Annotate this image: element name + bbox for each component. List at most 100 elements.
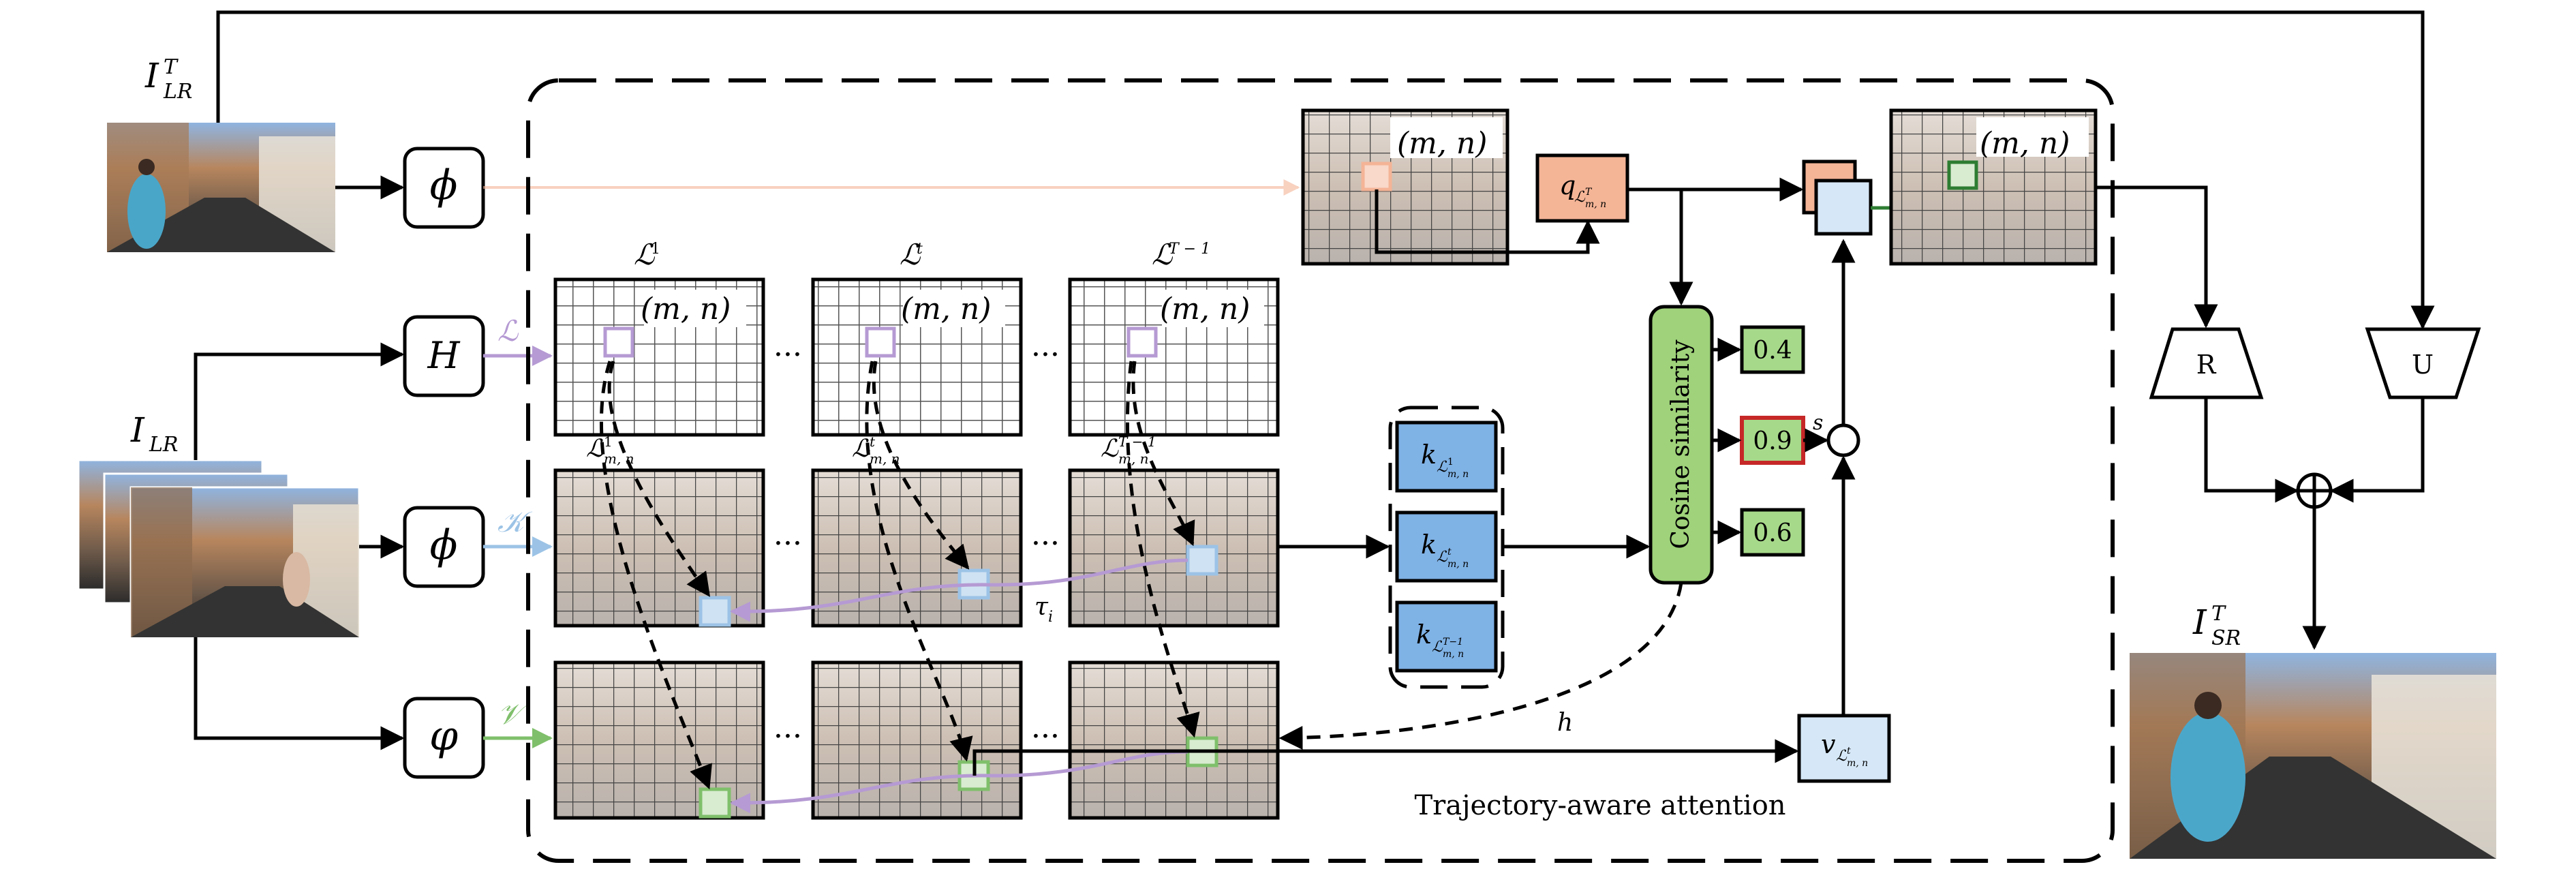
phi-mid-box: ϕ xyxy=(403,506,485,588)
value-subsub: m, n xyxy=(1847,758,1868,769)
tau-sub: i xyxy=(1048,609,1053,626)
col-label-1: ℒ xyxy=(634,238,655,271)
location-cell-t xyxy=(865,326,896,358)
current-frame-sub: LR xyxy=(163,80,193,104)
key-T-1-sub: ℒ xyxy=(1432,639,1443,656)
phi-mid-label: ϕ xyxy=(430,521,458,569)
location-branch-label: ℒ xyxy=(497,314,519,348)
current-frame-label: I xyxy=(144,56,159,95)
score-box-3: 0.6 xyxy=(1740,508,1805,557)
col-label-T-1: ℒ xyxy=(1152,238,1173,271)
key-T-1-k: k xyxy=(1416,620,1432,650)
h-label: H xyxy=(427,334,460,377)
output-label: I xyxy=(2192,603,2207,642)
key-T-1-subsub: m, n xyxy=(1443,649,1464,660)
upsample-label: U xyxy=(2412,350,2434,380)
key-1-sup: 1 xyxy=(1447,457,1454,468)
cosine-label: Cosine similarity xyxy=(1667,339,1695,549)
lr-sequence-images xyxy=(77,459,361,639)
query-cell xyxy=(1361,162,1392,192)
arrow-R-to-sum xyxy=(2204,397,2299,503)
traj-label-1-sup: 1 xyxy=(604,433,613,450)
output-mn-label: (m, n) xyxy=(1980,126,2070,161)
traj-link-key xyxy=(730,558,1189,622)
arrow-seq-to-h xyxy=(194,342,405,460)
h-box: H xyxy=(403,315,485,397)
key-grid-T-1 xyxy=(1068,468,1280,628)
dots-val-1: ··· xyxy=(773,719,802,754)
location-cell-T-1 xyxy=(1126,326,1158,358)
query-mn-label: (m, n) xyxy=(1397,126,1487,161)
traj-link-val xyxy=(730,750,1189,814)
tau-label: τ xyxy=(1034,593,1049,621)
output-cell xyxy=(1947,160,1978,190)
value-grid-1 xyxy=(553,660,765,820)
traj-label-T-1-sub: m, n xyxy=(1118,451,1149,467)
value-v: v xyxy=(1821,729,1836,759)
value-grid-T-1 xyxy=(1068,660,1280,820)
mn-label-1: (m, n) xyxy=(641,292,731,326)
query-q: q xyxy=(1559,170,1576,200)
traj-arrow-val-T-1 xyxy=(1125,361,1200,738)
arrow-out-to-R xyxy=(2096,185,2218,329)
arrow-U-to-sum xyxy=(2329,397,2425,503)
cosine-similarity-block: Cosine similarity xyxy=(1649,305,1714,585)
value-branch-label: 𝒱 xyxy=(497,697,530,731)
current-frame-image xyxy=(107,123,335,252)
mn-label-t: (m, n) xyxy=(901,292,991,326)
traj-label-t-sup: t xyxy=(870,433,876,450)
traj-arrow-val-1 xyxy=(599,361,712,790)
query-sub-sub: m, n xyxy=(1585,199,1606,210)
key-1-k: k xyxy=(1421,440,1437,470)
score-1: 0.4 xyxy=(1753,337,1792,365)
col-label-t-sup: t xyxy=(917,241,923,258)
sum-node xyxy=(2296,472,2333,509)
sr-output-image xyxy=(2130,653,2496,859)
query-sub-sup: T xyxy=(1585,187,1593,198)
col-label-T-1-sup: T − 1 xyxy=(1169,241,1210,258)
key-grid-t xyxy=(811,468,1023,628)
traj-arrow-key-1 xyxy=(607,361,711,597)
svg-text:I: I xyxy=(144,56,159,95)
col-label-t: ℒ xyxy=(900,238,921,271)
sequence-sub: LR xyxy=(149,433,179,457)
traj-arrow-key-T-1 xyxy=(1131,361,1195,547)
arrow-query-cell-to-q xyxy=(1375,189,1600,254)
h-path-label: h xyxy=(1557,709,1573,737)
key-grid-1 xyxy=(553,468,765,628)
key-T-1-sup: T−1 xyxy=(1443,637,1463,647)
key-t-sup: t xyxy=(1447,547,1452,558)
multiply-node xyxy=(1826,423,1860,457)
phi-top-box: ϕ xyxy=(403,147,485,229)
value-cell-1 xyxy=(699,787,731,819)
traj-label-T-1: ℒ xyxy=(1101,435,1119,463)
key-cell-1 xyxy=(699,596,731,627)
query-box: q ℒ T m, n xyxy=(1535,153,1629,223)
attention-module-border xyxy=(526,78,2115,863)
key-box-T-1: k ℒ T−1 m, n xyxy=(1395,600,1498,673)
dots-key-1: ··· xyxy=(773,526,802,561)
score-3: 0.6 xyxy=(1753,519,1792,547)
key-1-subsub: m, n xyxy=(1447,469,1469,480)
arrow-seq-to-varphi xyxy=(194,637,405,750)
key-t-subsub: m, n xyxy=(1447,559,1469,570)
key-1-sub: ℒ xyxy=(1437,459,1448,476)
query-sub: ℒ xyxy=(1574,189,1586,206)
dots-val-2: ··· xyxy=(1031,719,1060,754)
output-sup: T xyxy=(2211,602,2226,626)
s-label: s xyxy=(1813,411,1823,435)
key-t-k: k xyxy=(1421,530,1437,560)
traj-arrow-val-t xyxy=(865,361,973,762)
col-label-1-sup: 1 xyxy=(651,241,660,258)
key-cell-T-1 xyxy=(1186,545,1218,576)
value-grid-t xyxy=(811,660,1023,820)
location-cell-1 xyxy=(603,326,634,358)
arrow-valcell-to-value xyxy=(972,739,1799,776)
key-box-t: k ℒ t m, n xyxy=(1395,510,1498,583)
score-box-2: 0.9 xyxy=(1740,416,1805,465)
value-box: v ℒ t m, n xyxy=(1797,714,1891,783)
score-2: 0.9 xyxy=(1753,427,1792,455)
dots-loc-1: ··· xyxy=(773,337,802,372)
skip-connection xyxy=(216,10,2435,330)
upsample-block: U xyxy=(2365,327,2481,399)
